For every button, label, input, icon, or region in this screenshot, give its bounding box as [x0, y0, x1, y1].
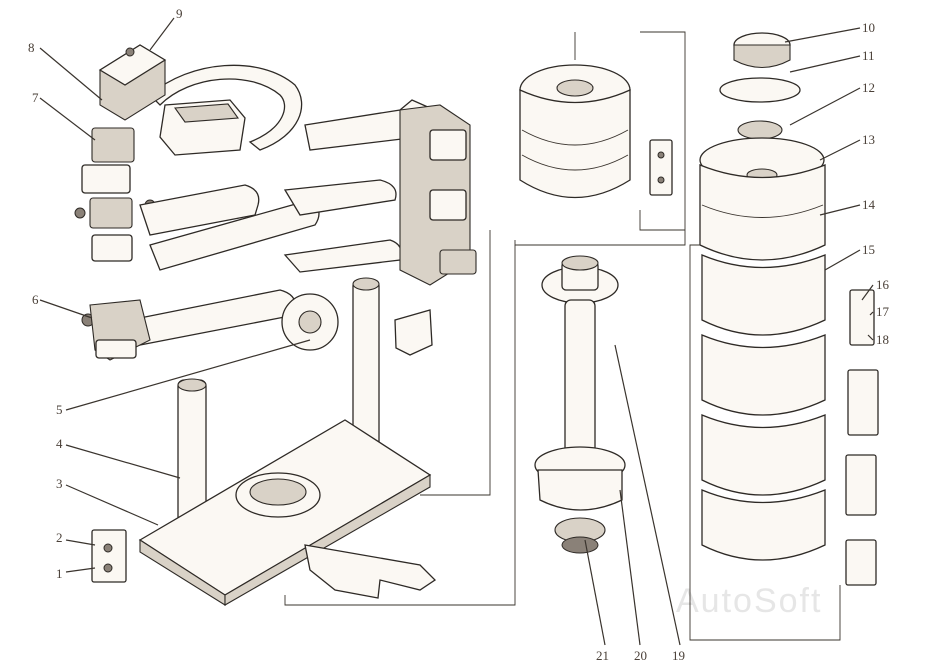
callout-10: 10 — [862, 20, 875, 35]
callout-4: 4 — [56, 436, 63, 451]
callout-7: 7 — [32, 90, 39, 105]
callout-20: 20 — [634, 648, 647, 663]
callouts: 1 2 3 4 5 6 7 8 9 10 11 12 13 14 15 16 1… — [28, 6, 890, 663]
callout-1: 1 — [56, 566, 63, 581]
callout-13: 13 — [862, 132, 875, 147]
callout-9: 9 — [176, 6, 183, 21]
fork-levers — [283, 99, 477, 356]
group-lines — [284, 31, 841, 641]
callout-16: 16 — [876, 277, 890, 292]
callout-15: 15 — [862, 242, 875, 257]
centre-shaft — [534, 255, 626, 554]
callout-18: 18 — [876, 332, 889, 347]
watermark-text: AutoSoft — [676, 582, 822, 620]
base-plate — [138, 419, 437, 606]
centre-drum — [519, 64, 673, 199]
callout-3: 3 — [56, 476, 63, 491]
callout-17: 17 — [876, 304, 890, 319]
lever-assembly — [74, 44, 339, 361]
callout-14: 14 — [862, 197, 876, 212]
callout-19: 19 — [672, 648, 685, 663]
callout-6: 6 — [32, 292, 39, 307]
callout-5: 5 — [56, 402, 63, 417]
plate-1 — [91, 529, 127, 583]
leader-lines — [39, 17, 874, 646]
right-gear-stack — [699, 32, 879, 586]
callout-12: 12 — [862, 80, 875, 95]
callout-11: 11 — [862, 48, 875, 63]
callout-2: 2 — [56, 530, 63, 545]
callout-21: 21 — [596, 648, 609, 663]
callout-8: 8 — [28, 40, 35, 55]
